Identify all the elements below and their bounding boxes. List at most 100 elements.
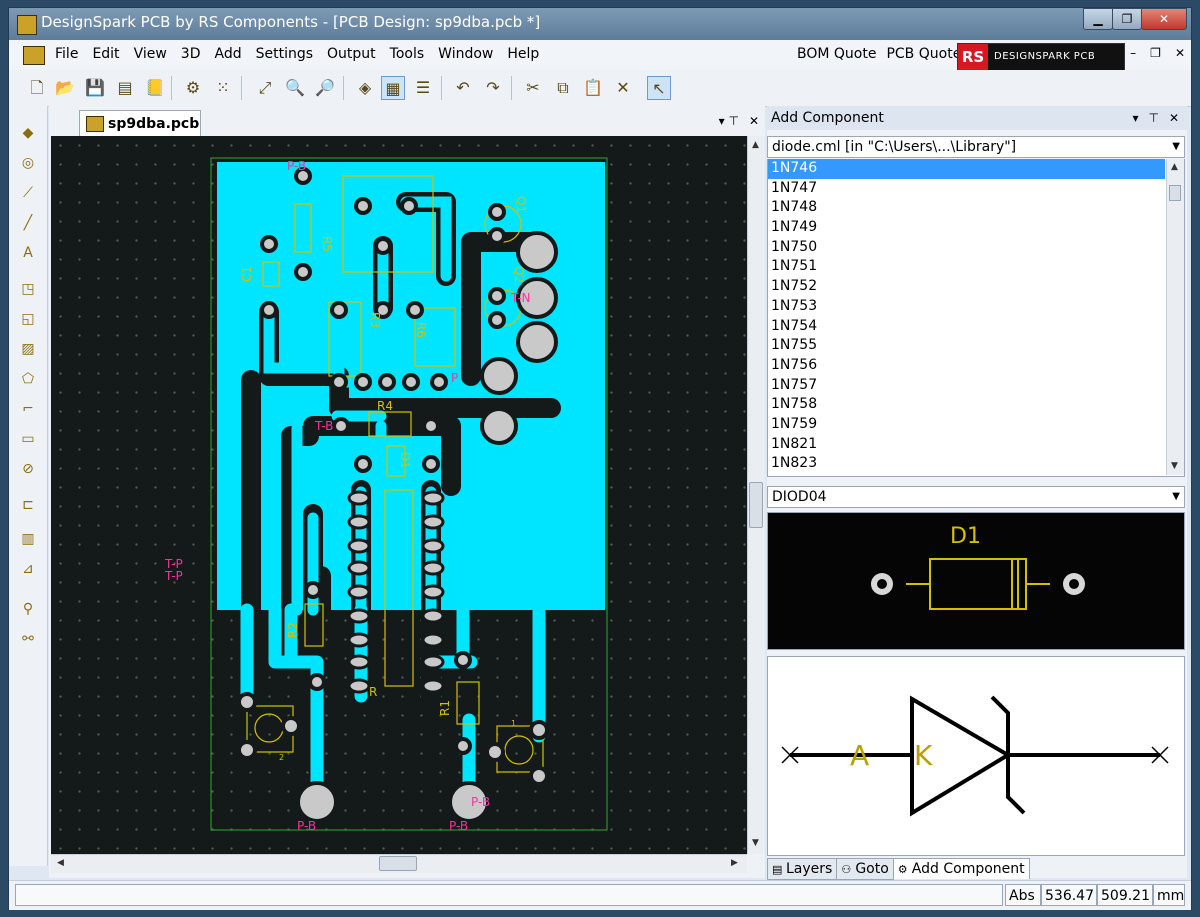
list-item[interactable]: 1N748: [771, 199, 818, 216]
grid-dots-icon[interactable]: ⁙: [216, 78, 230, 97]
polygon-icon[interactable]: ⬠: [21, 371, 35, 387]
menu-edit[interactable]: Edit: [92, 46, 120, 62]
list-item[interactable]: 1N750: [771, 238, 818, 255]
circle-icon[interactable]: ⊘: [22, 461, 34, 477]
scroll-down-icon[interactable]: ▼: [752, 838, 759, 848]
track-icon[interactable]: ⟋: [23, 185, 33, 201]
list-item[interactable]: 1N821: [771, 435, 818, 452]
menu-help[interactable]: Help: [507, 46, 540, 62]
properties-icon[interactable]: ☰: [415, 78, 431, 97]
pad-icon[interactable]: ◎: [21, 155, 35, 171]
list-item[interactable]: 1N757: [771, 376, 818, 393]
list-item[interactable]: 1N758: [771, 396, 818, 413]
footprint-select[interactable]: DIOD04 ▼: [767, 486, 1185, 508]
step-icon[interactable]: ⌐: [22, 401, 34, 417]
list-item[interactable]: 1N749: [771, 219, 818, 236]
panel-pushpin-icon[interactable]: ⊤: [1148, 111, 1159, 125]
zoom-out-icon[interactable]: 🔎: [315, 78, 335, 97]
cut-icon[interactable]: ✂: [526, 78, 540, 97]
scroll-right-icon[interactable]: ▶: [731, 858, 738, 868]
area-icon[interactable]: ▨: [21, 341, 35, 357]
pcb-canvas[interactable]: R5 C1 Q1 Q2 R6 R4 R3 D1 R2 R1 R 2 1 P-B …: [51, 136, 747, 854]
tab-layers[interactable]: ▤Layers: [767, 858, 838, 880]
scroll-up-icon[interactable]: ▲: [1171, 162, 1178, 172]
line-icon[interactable]: ╱: [23, 215, 33, 231]
panel-pin-icon[interactable]: ▾: [1132, 111, 1139, 125]
close-icon[interactable]: ✕: [748, 114, 759, 128]
list-item[interactable]: 1N751: [771, 258, 818, 275]
document-icon[interactable]: [23, 46, 45, 65]
menu-settings[interactable]: Settings: [255, 46, 314, 62]
component-list-scrollbar[interactable]: ▲ ▼: [1166, 159, 1184, 475]
component-list[interactable]: 1N746 1N747 1N748 1N749 1N750 1N751 1N75…: [767, 159, 1185, 477]
ruler-icon[interactable]: ▥: [21, 531, 35, 547]
new-file-icon[interactable]: 🗋: [30, 78, 44, 97]
chevron-down-icon[interactable]: ▼: [1172, 141, 1180, 152]
paint-bucket-icon[interactable]: ◈: [358, 78, 372, 97]
menu-tools[interactable]: Tools: [389, 46, 425, 62]
list-item[interactable]: 1N759: [771, 415, 818, 432]
menu-output[interactable]: Output: [327, 46, 376, 62]
minimize-button[interactable]: ▁: [1083, 8, 1113, 30]
pcb-drawing[interactable]: R5 C1 Q1 Q2 R6 R4 R3 D1 R2 R1 R 2 1 P-B …: [51, 136, 747, 854]
route-icon[interactable]: ⚲: [22, 601, 34, 617]
chevron-down-icon[interactable]: ▼: [1172, 491, 1180, 502]
text-icon[interactable]: A: [23, 245, 33, 261]
menu-add[interactable]: Add: [214, 46, 242, 62]
doc-close-button[interactable]: ✕: [1174, 46, 1185, 60]
close-button[interactable]: ✕: [1141, 8, 1187, 30]
grid-icon[interactable]: ▦: [381, 76, 405, 100]
horizontal-scroll-thumb[interactable]: [379, 856, 417, 871]
open-folder-icon[interactable]: 📂: [55, 78, 75, 97]
list-item[interactable]: 1N823: [771, 455, 818, 472]
copy-icon[interactable]: ⧉: [557, 78, 569, 97]
component-icon[interactable]: ◆: [22, 125, 34, 141]
dimension-icon[interactable]: ⊏: [22, 497, 34, 513]
list-item[interactable]: 1N753: [771, 297, 818, 314]
save-icon[interactable]: 💾: [85, 78, 105, 97]
restore-button[interactable]: ❐: [1112, 8, 1142, 30]
menu-window[interactable]: Window: [438, 46, 494, 62]
bom-quote-menu[interactable]: BOM Quote: [797, 46, 877, 62]
rect-icon[interactable]: ◱: [21, 311, 35, 327]
units[interactable]: mm: [1153, 884, 1185, 906]
doc-minimize-button[interactable]: –: [1130, 46, 1137, 60]
coordinate-mode[interactable]: Abs: [1005, 884, 1041, 906]
settings-gear-icon[interactable]: ⚙: [185, 78, 201, 97]
library-select[interactable]: diode.cml [in "C:\Users\...\Library"] ▼: [767, 136, 1185, 158]
interactive-route-icon[interactable]: ⚯: [22, 631, 34, 647]
measure-icon[interactable]: ⊿: [22, 561, 34, 577]
redo-icon[interactable]: ↷: [486, 78, 500, 97]
document-tab[interactable]: sp9dba.pcb: [79, 110, 201, 136]
zoom-fit-icon[interactable]: ⤢: [258, 78, 272, 97]
tab-goto[interactable]: ⚇Goto: [836, 858, 894, 880]
vertical-scroll-thumb[interactable]: [749, 482, 763, 528]
tab-add-component[interactable]: ⚙Add Component: [892, 858, 1030, 879]
select-pointer-icon[interactable]: ↖: [647, 76, 671, 100]
menu-view[interactable]: View: [133, 46, 167, 62]
vertical-scrollbar[interactable]: ▲ ▼: [747, 136, 765, 854]
menu-3d[interactable]: 3D: [180, 46, 201, 62]
list-item[interactable]: 1N746: [768, 159, 1165, 179]
list-item[interactable]: 1N752: [771, 278, 818, 295]
list-item[interactable]: 1N755: [771, 337, 818, 354]
list-item[interactable]: 1N754: [771, 317, 818, 334]
list-item[interactable]: 1N747: [771, 179, 818, 196]
menu-file[interactable]: File: [55, 46, 79, 62]
undo-icon[interactable]: ↶: [456, 78, 470, 97]
pin-icon[interactable]: ▾ ⊤: [718, 114, 739, 128]
scroll-up-icon[interactable]: ▲: [752, 140, 759, 150]
scroll-left-icon[interactable]: ◀: [57, 858, 64, 868]
panel-close-icon[interactable]: ✕: [1168, 111, 1179, 125]
board-outline-icon[interactable]: ▭: [21, 431, 35, 447]
scroll-down-icon[interactable]: ▼: [1171, 461, 1178, 471]
component-list-scroll-thumb[interactable]: [1169, 185, 1181, 201]
zoom-in-icon[interactable]: 🔍: [285, 78, 305, 97]
delete-icon[interactable]: ✕: [616, 78, 630, 97]
list-item[interactable]: 1N756: [771, 356, 818, 373]
pcb-quote-menu[interactable]: PCB Quote: [886, 46, 962, 62]
doc-restore-button[interactable]: ❐: [1150, 46, 1161, 60]
paste-icon[interactable]: 📋: [583, 78, 603, 97]
shape-icon[interactable]: ◳: [21, 281, 35, 297]
library-icon[interactable]: 📒: [145, 78, 165, 97]
